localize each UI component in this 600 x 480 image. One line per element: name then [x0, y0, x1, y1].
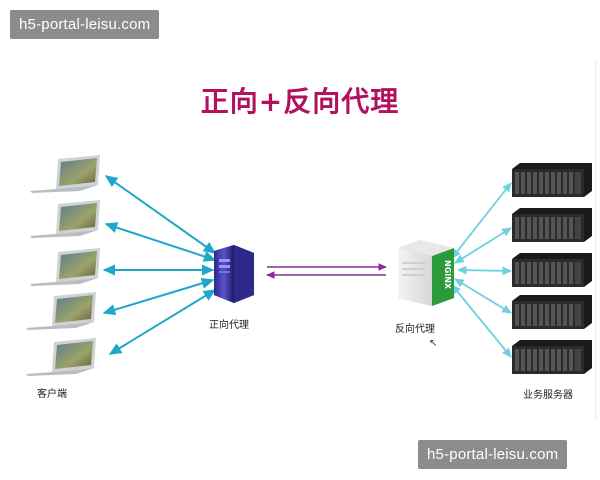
laptop-icon	[30, 155, 100, 193]
laptop-icon	[26, 292, 96, 330]
client-laptops	[26, 155, 100, 376]
rack-server-icon	[512, 295, 592, 329]
forward-proxy-label: 正向代理	[209, 320, 249, 331]
client-arrows	[102, 175, 217, 355]
arrow-client-2	[104, 222, 217, 262]
clients-label: 客户端	[37, 389, 67, 400]
arrow-server-5	[451, 284, 512, 358]
laptop-icon	[30, 200, 100, 238]
arrow-client-5	[108, 289, 217, 355]
rack-server-icon	[512, 208, 592, 242]
purple-server-tower-icon	[214, 245, 254, 303]
laptop-icon	[26, 338, 96, 376]
rack-server-icon	[512, 253, 592, 287]
watermark-top: h5-portal-leisu.com	[10, 10, 160, 39]
nginx-server-icon: NGINX	[398, 240, 454, 306]
reverse-proxy-label: 反向代理	[395, 324, 435, 335]
laptop-icon	[30, 248, 100, 286]
rack-server-icon	[512, 163, 592, 197]
nginx-badge-text: NGINX	[443, 260, 452, 290]
arrow-server-4	[454, 278, 512, 314]
rack-server-icon	[512, 340, 592, 374]
business-servers-label: 业务服务器	[523, 390, 573, 401]
cursor-icon: ↖	[429, 338, 438, 349]
arrow-client-4	[102, 277, 215, 316]
business-servers	[512, 163, 592, 374]
watermark-bottom: h5-portal-leisu.com	[418, 440, 568, 469]
arrow-server-3	[456, 265, 513, 276]
diagram-title: 正向+反向代理	[200, 85, 400, 118]
proxy-arrows	[266, 263, 387, 279]
edge-line	[595, 60, 596, 420]
server-arrows	[451, 182, 513, 358]
arrow-server-2	[454, 227, 512, 264]
